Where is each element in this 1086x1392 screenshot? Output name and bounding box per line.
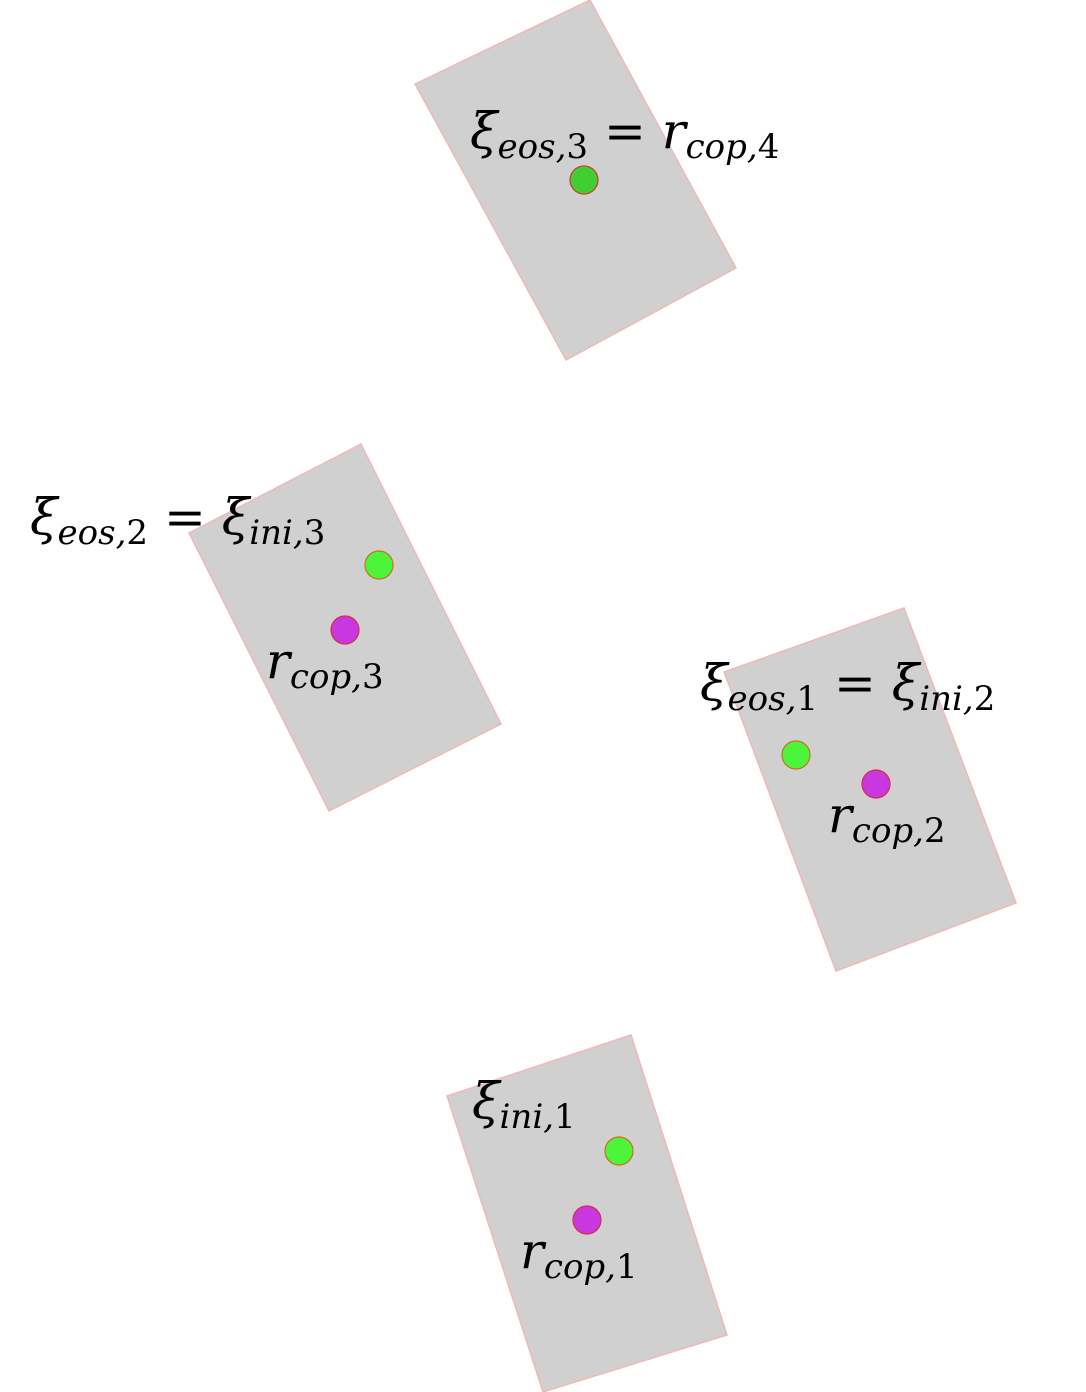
xi-eos-2-point	[364, 550, 394, 580]
label-xi-eos-3-equals-r-cop-4: ξeos,3 = rcop,4	[470, 102, 779, 167]
xi-ini-1-point	[604, 1136, 634, 1166]
xi-eos-3-point	[569, 165, 599, 195]
xi-eos-1-point	[781, 740, 811, 770]
r-cop-2-point	[861, 769, 891, 799]
r-cop-3-point	[330, 615, 360, 645]
label-xi-ini-1: ξini,1	[472, 1072, 576, 1137]
label-r-cop-3: rcop,3	[266, 632, 384, 697]
label-r-cop-2: rcop,2	[828, 786, 946, 851]
label-r-cop-1: rcop,1	[520, 1222, 638, 1287]
r-cop-1-point	[572, 1205, 602, 1235]
label-xi-eos-1-equals-xi-ini-2: ξeos,1 = ξini,2	[700, 654, 995, 719]
label-xi-eos-2-equals-xi-ini-3: ξeos,2 = ξini,3	[30, 488, 325, 553]
